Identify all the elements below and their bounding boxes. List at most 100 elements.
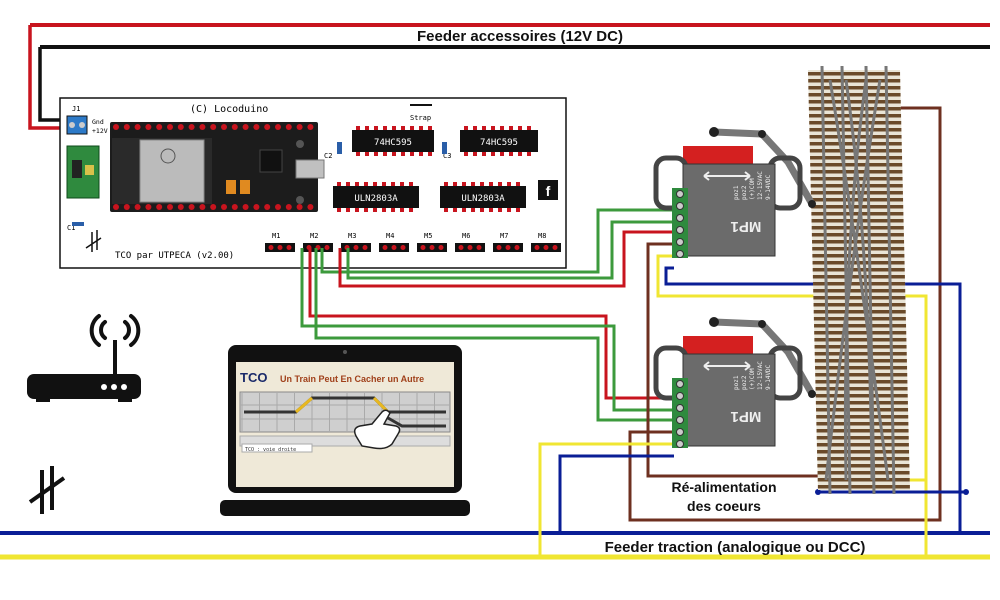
sleeper bbox=[812, 240, 905, 244]
motor-header-label: M3 bbox=[348, 232, 356, 240]
esp32-pin bbox=[188, 204, 195, 210]
gnd-label: Gnd bbox=[92, 118, 104, 126]
motor-header-m2: M2 bbox=[303, 232, 333, 252]
yellow-wire-top bbox=[656, 254, 928, 557]
motor-spec-text: 12-15VAC bbox=[757, 361, 764, 390]
lever-pivot bbox=[709, 317, 719, 327]
coeurs-label-1: Ré-alimentation bbox=[671, 479, 776, 495]
terminal-screw bbox=[676, 238, 684, 246]
laptop-base bbox=[220, 500, 470, 516]
screen-tco-title: TCO bbox=[240, 370, 267, 385]
esp32-pin bbox=[113, 124, 119, 130]
sleeper bbox=[811, 212, 904, 216]
plus12v-label: +12V bbox=[92, 127, 108, 135]
sleeper bbox=[814, 331, 907, 335]
coeurs-label-2: des coeurs bbox=[687, 498, 761, 514]
sleeper bbox=[808, 72, 901, 76]
board-title: (C) Locoduino bbox=[190, 104, 268, 115]
motor-header-label: M1 bbox=[272, 232, 280, 240]
terminal-screw bbox=[676, 440, 684, 448]
motor-brand: MP1 bbox=[731, 218, 762, 235]
sleeper bbox=[817, 457, 910, 461]
accessory-feeder-label: Feeder accessoires (12V DC) bbox=[417, 28, 623, 45]
blue-wire-bottom bbox=[558, 454, 674, 533]
sleeper bbox=[816, 429, 909, 433]
esp32-pin bbox=[177, 204, 184, 210]
sleeper bbox=[808, 86, 901, 90]
esp32-pin bbox=[156, 204, 163, 210]
sleeper bbox=[815, 401, 908, 405]
sleeper bbox=[813, 282, 906, 286]
motor-body bbox=[682, 163, 776, 257]
sleeper bbox=[817, 450, 910, 454]
esp32-pin bbox=[231, 124, 238, 130]
track-rails bbox=[820, 65, 896, 495]
sleeper bbox=[808, 93, 901, 97]
motor-spec-text: poz1 bbox=[733, 375, 740, 390]
motor-header-label: M2 bbox=[310, 232, 318, 240]
dc-dc-coil bbox=[72, 160, 82, 178]
sleeper bbox=[814, 359, 907, 363]
j1-screw-2 bbox=[79, 122, 85, 128]
f-logo: f bbox=[546, 183, 551, 199]
wire-m2-green bbox=[300, 248, 674, 412]
esp32-pin bbox=[177, 124, 184, 130]
boot-button-icon[interactable] bbox=[296, 140, 304, 148]
esp32-pin bbox=[210, 124, 217, 130]
ic-chip_shift1: 74HC595 bbox=[352, 126, 434, 156]
c2-label: C2 bbox=[324, 152, 332, 160]
c3-capacitor bbox=[442, 142, 447, 154]
esp32-pin bbox=[253, 124, 260, 130]
blue-junction-left bbox=[815, 489, 821, 495]
esp32-pin bbox=[145, 124, 152, 130]
pointing-hand-icon bbox=[353, 409, 401, 450]
wire-m2-green-b bbox=[314, 248, 674, 422]
terminal-screw bbox=[676, 250, 684, 258]
sleeper bbox=[810, 184, 903, 188]
motor-spec-text: (+)COM bbox=[749, 368, 756, 390]
esp32-pin bbox=[307, 204, 314, 210]
j1-screw-1 bbox=[69, 122, 75, 128]
espressif-logo-icon bbox=[160, 148, 176, 164]
motor-header-m7: M7 bbox=[493, 232, 523, 252]
sleeper bbox=[813, 303, 906, 307]
sleeper bbox=[814, 345, 907, 349]
esp32-capacitor-1 bbox=[226, 180, 236, 194]
esp32-pin bbox=[275, 204, 281, 210]
ic-label: 74HC595 bbox=[374, 138, 412, 148]
screen-banner: Un Train Peut En Cacher un Autre bbox=[280, 374, 424, 384]
sleeper bbox=[813, 310, 906, 314]
esp32-module-shield bbox=[139, 139, 205, 203]
blue-wire-top bbox=[664, 266, 962, 533]
track-bed bbox=[808, 70, 910, 490]
esp32-pin bbox=[167, 204, 173, 210]
laptop: TCO Un Train Peut En Cacher un Autre TCO… bbox=[220, 345, 470, 516]
esp32-pin bbox=[123, 124, 130, 130]
terminal-screw bbox=[676, 416, 684, 424]
usb-uart-chip bbox=[259, 149, 283, 173]
sleeper bbox=[815, 380, 908, 384]
esp32-pin bbox=[134, 204, 141, 210]
sleeper bbox=[809, 135, 902, 139]
sleeper bbox=[816, 436, 909, 440]
sleeper bbox=[814, 352, 907, 356]
sleeper bbox=[809, 142, 902, 146]
reset-button-icon[interactable] bbox=[296, 196, 304, 204]
ic-label: ULN2803A bbox=[354, 194, 398, 204]
j1-label: J1 bbox=[72, 105, 80, 113]
sleeper bbox=[808, 107, 901, 111]
sleeper bbox=[817, 471, 910, 475]
esp32-pin bbox=[199, 124, 206, 130]
blue-junction-right bbox=[963, 489, 969, 495]
esp32-pin bbox=[296, 124, 303, 130]
motor-header-m5: M5 bbox=[417, 232, 447, 252]
wifi-router-icon bbox=[27, 314, 141, 402]
sleeper bbox=[809, 128, 902, 132]
lever-pivot bbox=[808, 390, 816, 398]
sleeper bbox=[815, 387, 908, 391]
motor-body bbox=[682, 353, 776, 447]
esp32-pin bbox=[264, 204, 271, 210]
motor-terminal-block bbox=[672, 188, 688, 258]
